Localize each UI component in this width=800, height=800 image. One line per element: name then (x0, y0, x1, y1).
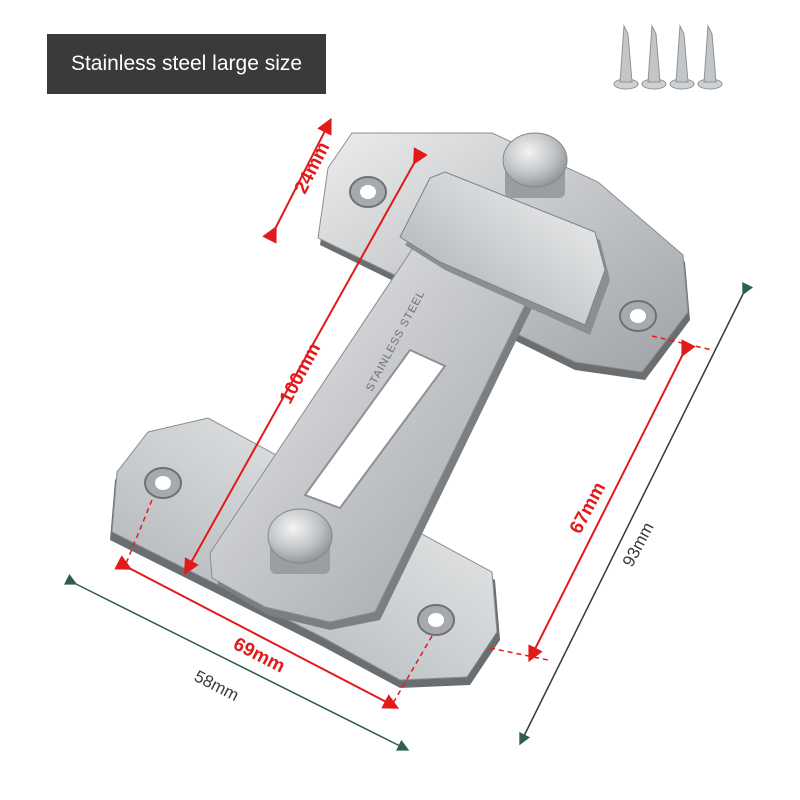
bottom-knob (267, 508, 333, 574)
product-size-badge: Stainless steel large size (47, 34, 326, 94)
svg-text:69mm: 69mm (230, 634, 288, 678)
svg-text:93mm: 93mm (619, 519, 658, 570)
svg-text:67mm: 67mm (566, 479, 610, 537)
dimension-latch-span: 67mm (489, 335, 713, 663)
screw-icon (641, 24, 667, 90)
screw-icon (697, 24, 723, 90)
svg-text:58mm: 58mm (191, 667, 242, 705)
screw-icon (669, 24, 695, 90)
screw-icon (613, 24, 639, 90)
top-knob (502, 132, 568, 198)
